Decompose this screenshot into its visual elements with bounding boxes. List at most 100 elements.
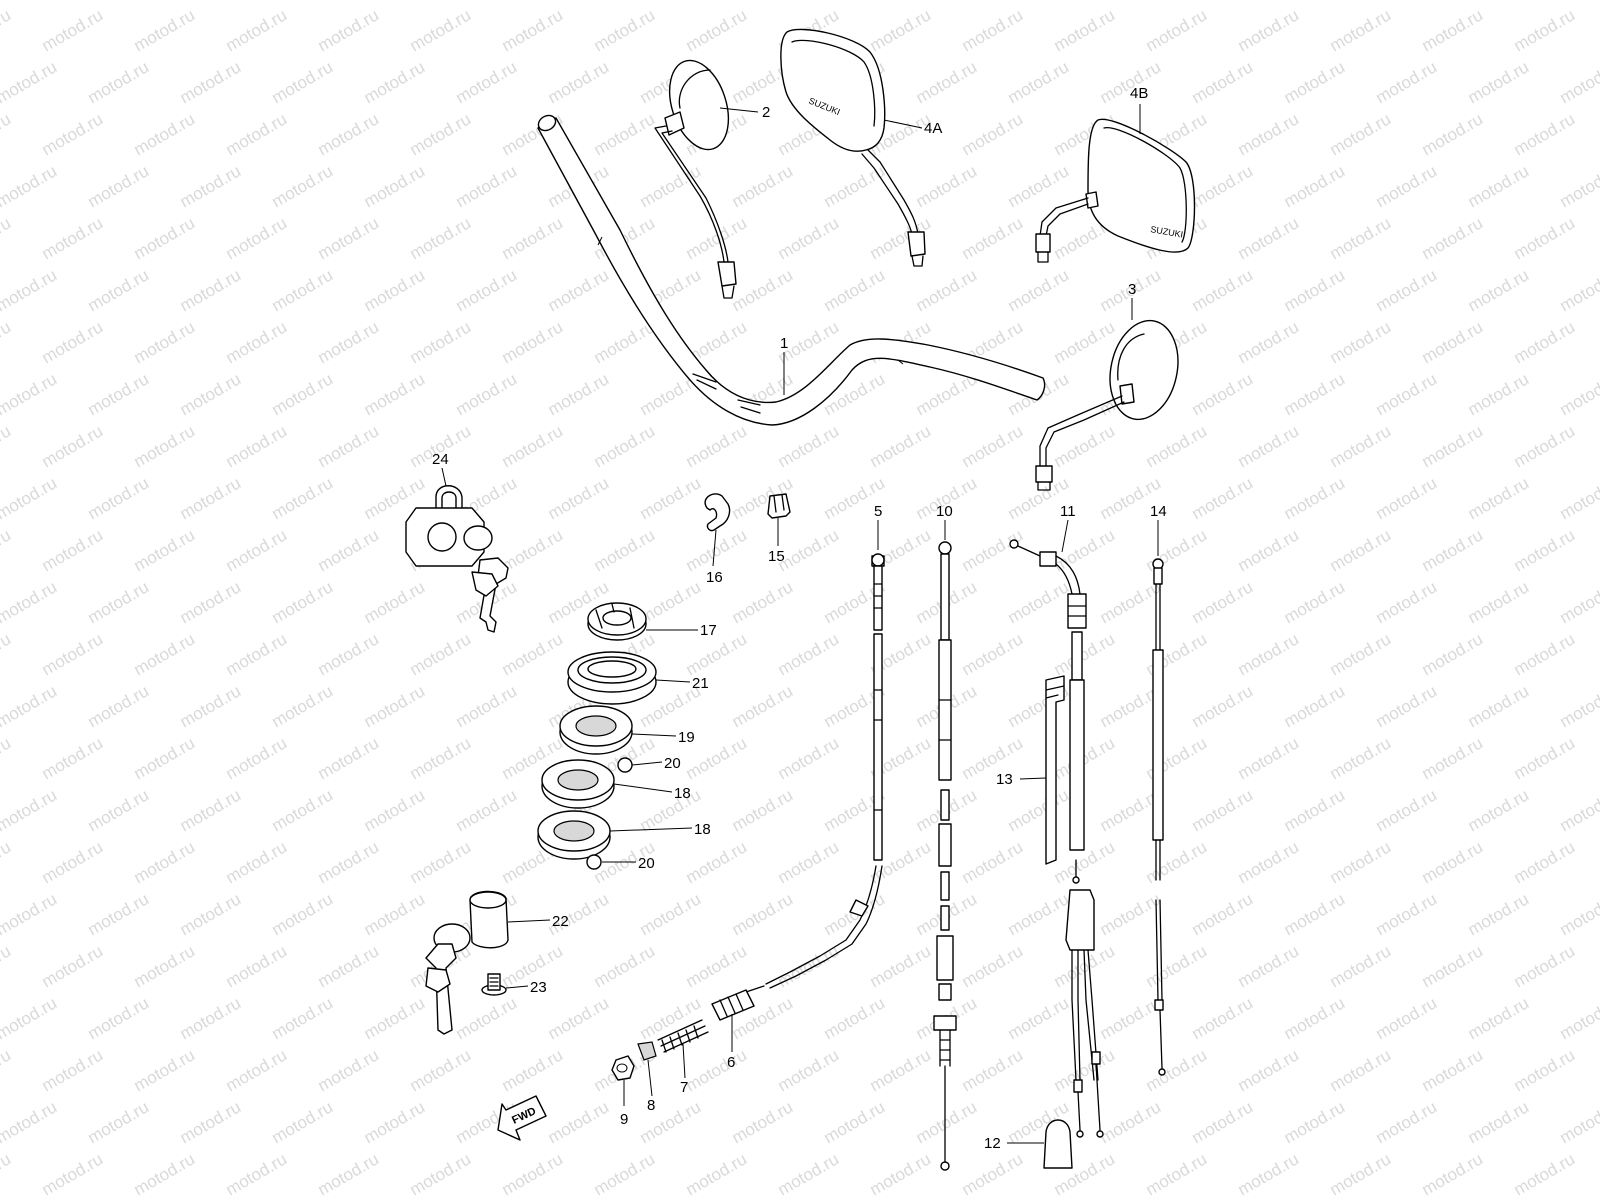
watermark-text: motod.ru: [39, 317, 107, 367]
mirror-rect-right: SUZUKI: [1035, 118, 1196, 263]
mirror-round-right: [1035, 319, 1179, 491]
screw-23: [481, 973, 507, 996]
watermark-text: motod.ru: [0, 109, 14, 159]
watermark-text: motod.ru: [269, 889, 337, 939]
watermark-text: motod.ru: [85, 473, 153, 523]
watermark-text: motod.ru: [131, 941, 199, 991]
watermark-text: motod.ru: [1235, 317, 1303, 367]
spring-7: [657, 1019, 709, 1053]
watermark-text: motod.ru: [177, 265, 245, 315]
callout-labels: 1 2 3 4A 4B 5 6 7 8 9 10 11 12 13 14 15 …: [432, 85, 1167, 1152]
watermark-text: motod.ru: [0, 1097, 60, 1147]
watermark-text: motod.ru: [1143, 5, 1211, 55]
watermark-text: motod.ru: [1005, 889, 1073, 939]
watermark-text: motod.ru: [545, 369, 613, 419]
watermark-text: motod.ru: [453, 369, 521, 419]
watermark-text: motod.ru: [1281, 1097, 1349, 1147]
watermark-text: motod.ru: [1465, 681, 1533, 731]
watermark-text: motod.ru: [867, 1045, 935, 1095]
watermark-text: motod.ru: [775, 1149, 843, 1199]
watermark-text: motod.ru: [775, 1045, 843, 1095]
watermark-text: motod.ru: [0, 681, 60, 731]
watermark-text: motod.ru: [1511, 109, 1579, 159]
watermark-text: motod.ru: [131, 317, 199, 367]
watermark-text: motod.ru: [131, 1149, 199, 1199]
watermark-text: motod.ru: [177, 1097, 245, 1147]
watermark-text: motod.ru: [545, 993, 613, 1043]
watermark-text: motod.ru: [0, 0, 60, 3]
watermark-text: motod.ru: [1143, 525, 1211, 575]
watermark-text: motod.ru: [1005, 0, 1073, 3]
callout-20-upper: 20: [664, 755, 681, 772]
watermark-text: motod.ru: [1373, 889, 1441, 939]
watermark-text: motod.ru: [361, 265, 429, 315]
watermark-text: motod.ru: [1465, 0, 1533, 3]
watermark-text: motod.ru: [1557, 57, 1600, 107]
watermark-text: motod.ru: [729, 161, 797, 211]
watermark-text: motod.ru: [223, 213, 291, 263]
watermark-text: motod.ru: [177, 0, 245, 3]
watermark-text: motod.ru: [729, 1097, 797, 1147]
watermark-text: motod.ru: [1189, 681, 1257, 731]
watermark-text: motod.ru: [223, 629, 291, 679]
watermark-text: motod.ru: [1327, 109, 1395, 159]
watermark-text: motod.ru: [1327, 213, 1395, 263]
watermark-text: motod.ru: [821, 889, 889, 939]
watermark-text: motod.ru: [407, 5, 475, 55]
watermark-text: motod.ru: [269, 577, 337, 627]
bearing-race-21: [567, 651, 657, 705]
watermark-text: motod.ru: [361, 993, 429, 1043]
watermark-text: motod.ru: [683, 421, 751, 471]
callout-2: 2: [762, 104, 770, 121]
watermark-text: motod.ru: [545, 473, 613, 523]
watermark-text: motod.ru: [131, 1045, 199, 1095]
watermark-text: motod.ru: [453, 785, 521, 835]
watermark-text: motod.ru: [131, 5, 199, 55]
watermark-text: motod.ru: [1465, 57, 1533, 107]
watermark-text: motod.ru: [361, 889, 429, 939]
watermark-text: motod.ru: [1465, 369, 1533, 419]
watermark-text: motod.ru: [223, 1149, 291, 1199]
watermark-text: motod.ru: [1143, 941, 1211, 991]
pin-8: [637, 1041, 657, 1061]
watermark-text: motod.ru: [913, 161, 981, 211]
watermark-text: motod.ru: [269, 57, 337, 107]
watermark-text: motod.ru: [821, 1097, 889, 1147]
watermark-text: motod.ru: [821, 265, 889, 315]
watermark-text: motod.ru: [591, 1149, 659, 1199]
watermark-text: motod.ru: [1511, 5, 1579, 55]
watermark-text: motod.ru: [1327, 317, 1395, 367]
watermark-text: motod.ru: [729, 265, 797, 315]
watermark-text: motod.ru: [959, 733, 1027, 783]
watermark-text: motod.ru: [1189, 0, 1257, 3]
watermark-text: motod.ru: [1373, 265, 1441, 315]
watermark-text: motod.ru: [1465, 577, 1533, 627]
watermark-text: motod.ru: [913, 57, 981, 107]
watermark-text: motod.ru: [1557, 473, 1600, 523]
watermark-text: motod.ru: [1281, 473, 1349, 523]
watermark-text: motod.ru: [1189, 57, 1257, 107]
callout-6: 6: [727, 1054, 735, 1071]
watermark-text: motod.ru: [959, 213, 1027, 263]
watermark-text: motod.ru: [315, 317, 383, 367]
watermark-text: motod.ru: [1557, 369, 1600, 419]
watermark-text: motod.ru: [177, 889, 245, 939]
watermark-text: motod.ru: [131, 733, 199, 783]
watermark-text: motod.ru: [1327, 629, 1395, 679]
watermark-text: motod.ru: [1051, 317, 1119, 367]
forward-direction-arrow: FWD: [497, 1095, 547, 1141]
watermark-text: motod.ru: [39, 629, 107, 679]
watermark-text: motod.ru: [1051, 629, 1119, 679]
watermark-text: motod.ru: [315, 109, 383, 159]
watermark-text: motod.ru: [1327, 5, 1395, 55]
watermark-text: motod.ru: [1511, 629, 1579, 679]
watermark-text: motod.ru: [315, 525, 383, 575]
watermark-text: motod.ru: [1419, 317, 1487, 367]
watermark-text: motod.ru: [223, 317, 291, 367]
watermark-text: motod.ru: [269, 369, 337, 419]
watermark-text: motod.ru: [1511, 1149, 1579, 1199]
watermark-text: motod.ru: [637, 993, 705, 1043]
watermark-text: motod.ru: [361, 785, 429, 835]
watermark-text: motod.ru: [407, 317, 475, 367]
